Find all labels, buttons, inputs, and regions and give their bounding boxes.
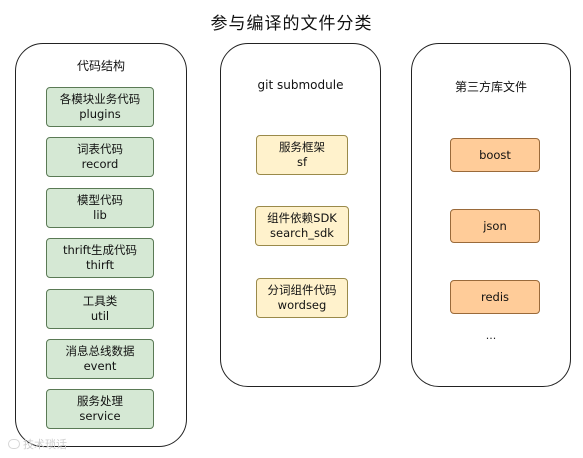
redis-box: redis [450,280,540,314]
service-label-cn: 服务处理 [77,394,123,408]
plugins-label-en: plugins [79,107,121,121]
record-box: 词表代码 record [46,137,154,177]
thrift-box: thrift生成代码 thirft [46,238,154,278]
search-sdk-label-en: search_sdk [270,226,334,240]
more-libraries-ellipsis: ... [485,329,497,342]
third-party-title: 第三方库文件 [454,80,527,94]
plugins-label-cn: 各模块业务代码 [59,92,141,106]
record-label-en: record [81,157,119,171]
watermark-text: 技术琐话 [23,438,67,451]
wordseg-box: 分词组件代码 wordseg [256,278,348,318]
watermark: 技术琐话 [8,436,67,452]
search-sdk-label-cn: 组件依赖SDK [267,211,337,225]
lib-label-cn: 模型代码 [77,193,123,207]
code-structure-column: 代码结构 各模块业务代码 plugins 词表代码 record 模型代码 li… [15,43,187,447]
lib-label-en: lib [93,208,107,222]
search-sdk-box: 组件依赖SDK search_sdk [255,206,349,246]
util-label-en: util [90,309,110,323]
event-box: 消息总线数据 event [46,339,154,379]
redis-label: redis [480,289,510,304]
event-label-en: event [83,359,117,373]
sf-label-en: sf [296,155,308,169]
json-box: json [450,209,540,243]
util-box: 工具类 util [46,289,154,329]
record-label-cn: 词表代码 [77,142,123,156]
wordseg-label-en: wordseg [277,298,327,312]
plugins-box: 各模块业务代码 plugins [46,87,154,127]
wechat-icon [8,439,20,449]
wordseg-label-cn: 分词组件代码 [267,283,337,297]
sf-label-cn: 服务框架 [279,140,325,154]
thrift-label-en: thirft [85,258,115,272]
util-label-cn: 工具类 [82,294,118,308]
service-box: 服务处理 service [46,389,154,429]
service-label-en: service [79,409,121,423]
code-structure-title: 代码结构 [76,59,125,73]
boost-box: boost [450,138,540,172]
event-label-cn: 消息总线数据 [65,344,135,358]
git-submodule-title: git submodule [257,78,344,92]
git-submodule-column: git submodule 服务框架 sf 组件依赖SDK search_sdk… [220,43,381,387]
sf-box: 服务框架 sf [256,135,348,175]
lib-box: 模型代码 lib [46,188,154,228]
third-party-column: 第三方库文件 boost json redis ... [411,43,571,387]
boost-label: boost [479,147,511,162]
diagram-title: 参与编译的文件分类 [210,14,373,34]
json-label: json [483,218,507,233]
thrift-label-cn: thrift生成代码 [62,243,138,257]
